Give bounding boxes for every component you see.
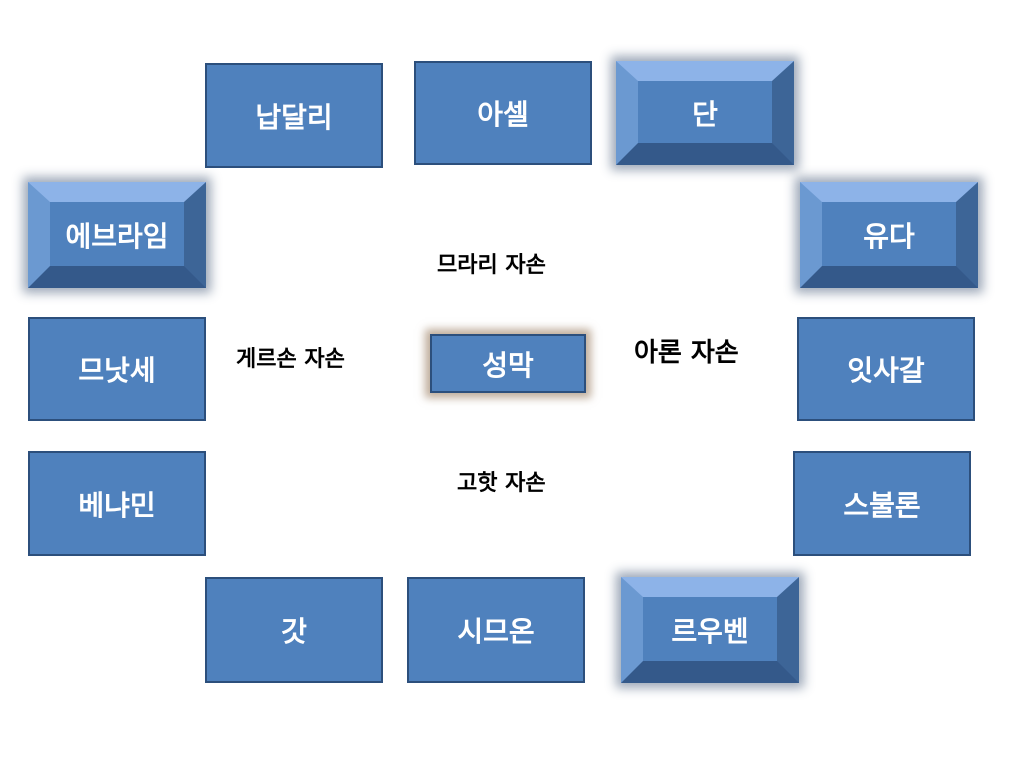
tribe-box-benjamin: 베냐민 bbox=[28, 451, 206, 556]
tribe-box-asher: 아셀 bbox=[414, 61, 592, 165]
tribe-box-simeon: 시므온 bbox=[407, 577, 585, 683]
tribe-label: 유다 bbox=[863, 220, 915, 253]
tribe-label: 에브라임 bbox=[65, 220, 169, 253]
levite-label-aaron: 아론 자손 bbox=[634, 338, 739, 368]
tribe-label: 스불론 bbox=[843, 488, 921, 522]
tribe-box-judah: 유다 bbox=[800, 182, 978, 288]
tribe-box-gad: 갓 bbox=[205, 577, 383, 683]
tribe-label: 베냐민 bbox=[78, 488, 156, 522]
tribe-label: 르우벤 bbox=[671, 615, 749, 648]
levite-label-merari: 므라리 자손 bbox=[437, 253, 546, 278]
tribe-box-ephraim: 에브라임 bbox=[28, 182, 206, 288]
tribe-label: 단 bbox=[692, 98, 718, 131]
tribe-label: 납달리 bbox=[255, 100, 333, 134]
tribe-box-dan: 단 bbox=[616, 61, 794, 165]
levite-label-kohath: 고핫 자손 bbox=[457, 471, 546, 496]
tribe-box-naphtali: 납달리 bbox=[205, 63, 383, 168]
tribe-label: 므낫세 bbox=[78, 354, 156, 387]
tribe-box-zebulun: 스불론 bbox=[793, 451, 971, 556]
tribe-box-reuben: 르우벤 bbox=[621, 577, 799, 683]
tribe-box-manasseh: 므낫세 bbox=[28, 317, 206, 421]
levite-label-gershon: 게르손 자손 bbox=[236, 347, 345, 372]
tribe-label: 아셀 bbox=[477, 98, 529, 131]
tribe-label: 시므온 bbox=[457, 615, 535, 648]
tabernacle-label: 성막 bbox=[482, 348, 534, 382]
tribe-box-issachar: 잇사갈 bbox=[797, 317, 975, 421]
tribe-label: 잇사갈 bbox=[847, 354, 925, 387]
tribe-label: 갓 bbox=[281, 615, 307, 648]
tabernacle-box: 성막 bbox=[430, 334, 586, 393]
